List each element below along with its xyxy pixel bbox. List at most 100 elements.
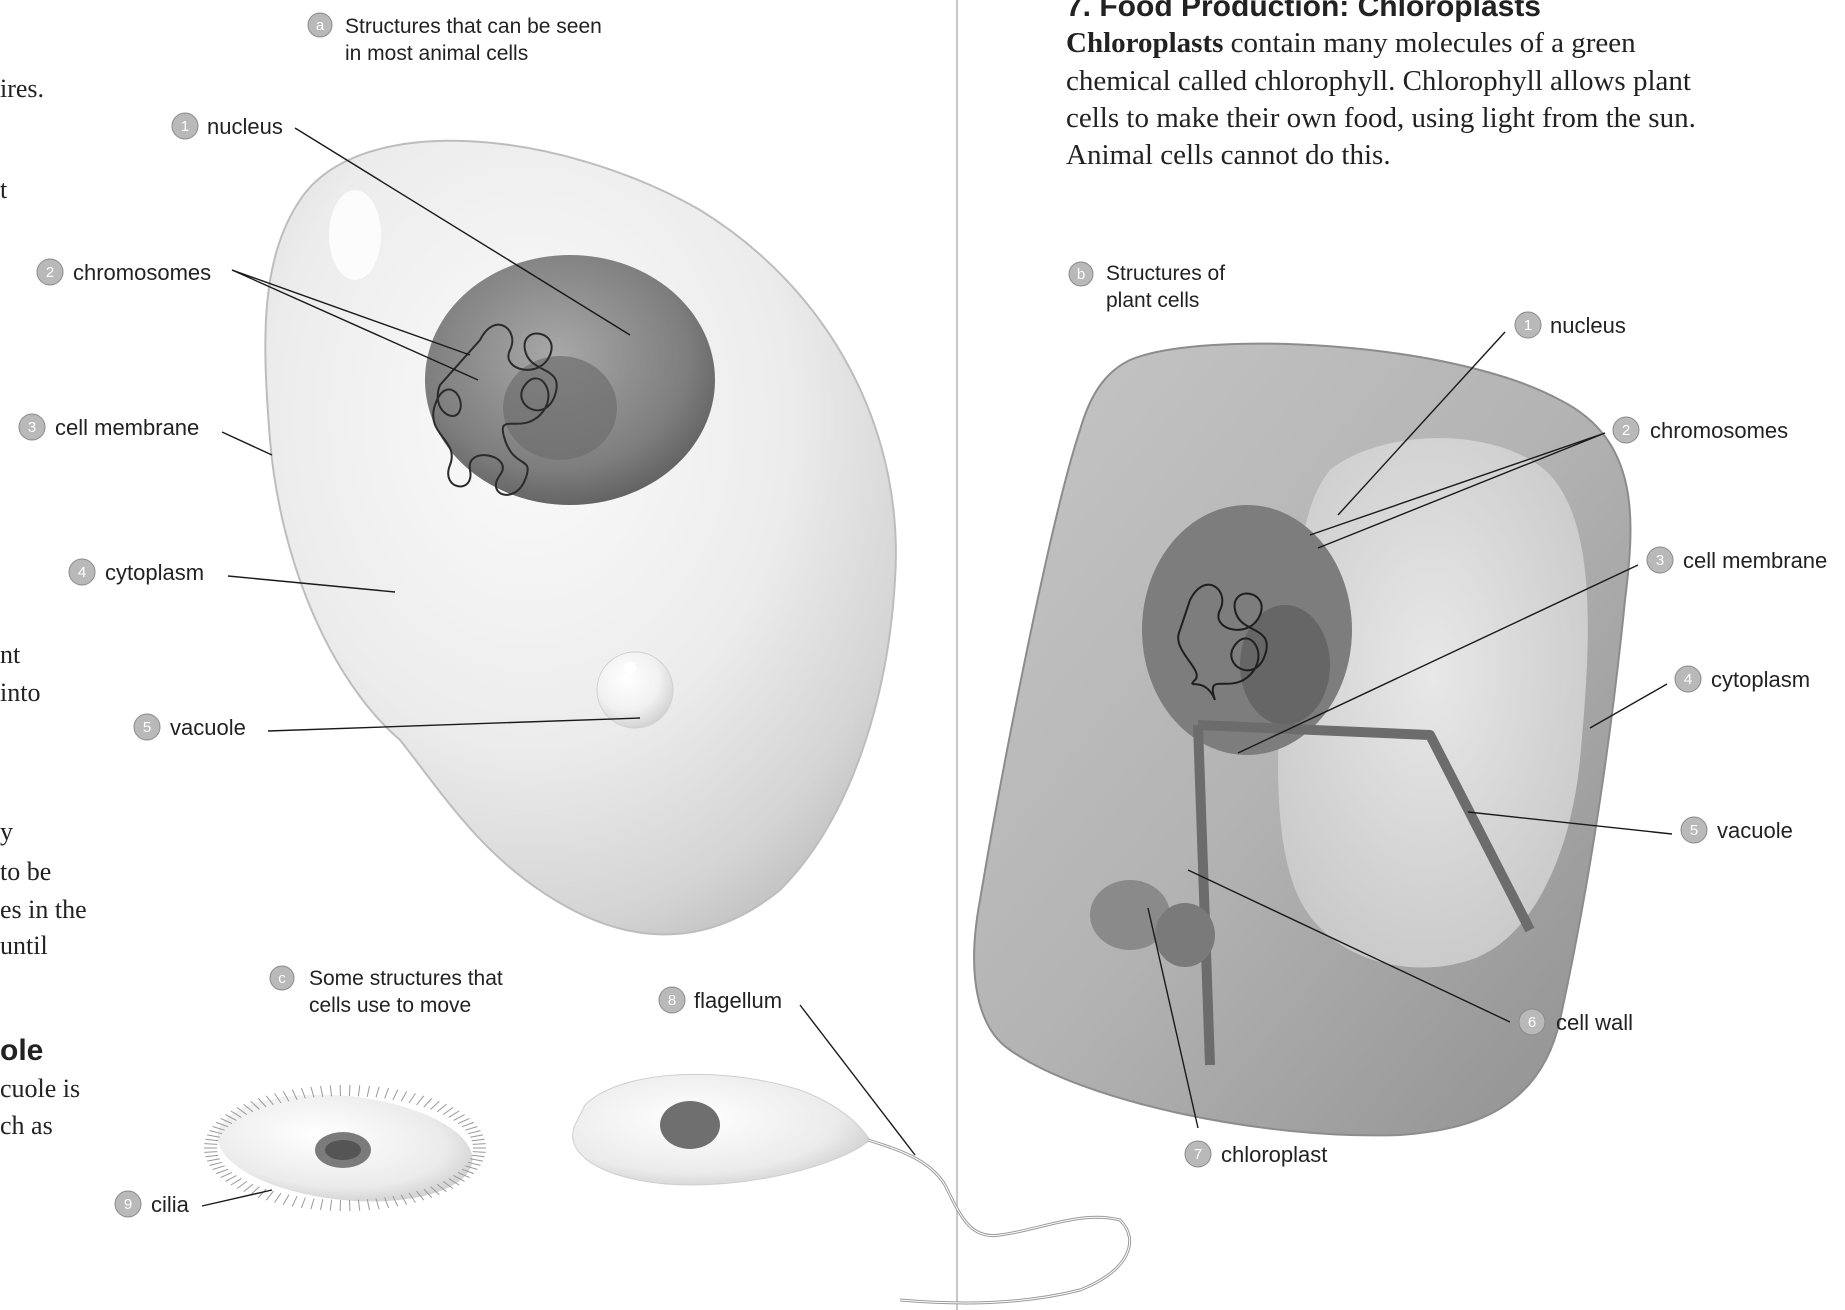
ciliated-cell-nucleus-core — [325, 1140, 361, 1160]
cilium-hair — [205, 1139, 218, 1141]
cilium-hair — [205, 1155, 218, 1157]
fragment-text: es in the — [0, 895, 87, 924]
right-page-text: 7. Food Production: Chloroplasts Chlorop… — [1066, 0, 1696, 171]
highlight — [329, 190, 381, 280]
body-line-1: Chloroplasts contain many molecules of a… — [1066, 27, 1636, 59]
cilium-hair — [443, 1108, 453, 1115]
leader-line — [222, 432, 272, 455]
cilium-hair — [465, 1127, 477, 1131]
cilium-hair — [358, 1200, 359, 1211]
cilium-hair — [431, 1101, 440, 1109]
section-heading: 7. Food Production: Chloroplasts — [1066, 0, 1541, 23]
body-line-2: chemical called chlorophyll. Chlorophyll… — [1066, 65, 1691, 97]
panel-c-caption: c Some structures that cells use to move — [270, 966, 503, 1017]
flagellated-cell-body — [573, 1074, 870, 1185]
label-text: vacuole — [1717, 818, 1793, 843]
animal-cell-illustration — [265, 141, 896, 935]
panel-letter: a — [316, 17, 325, 34]
panel-c-caption-line2: cells use to move — [309, 994, 471, 1017]
cilium-hair — [330, 1085, 331, 1096]
cilium-hair — [473, 1152, 486, 1153]
fragment-text: nt — [0, 640, 21, 669]
cilium-hair — [204, 1144, 217, 1145]
label-text: cell membrane — [1683, 548, 1827, 573]
highlight — [624, 662, 636, 674]
cilium-hair — [417, 1096, 424, 1105]
cilium-hair — [204, 1152, 217, 1153]
panel-a-caption-line2: in most animal cells — [345, 42, 528, 65]
label-text: cilia — [151, 1192, 190, 1217]
label-text: chromosomes — [73, 260, 211, 285]
cilium-hair — [401, 1091, 407, 1101]
cilium-hair — [437, 1104, 446, 1112]
panel-b-caption-line1: Structures of — [1106, 262, 1225, 285]
cilium-hair — [470, 1135, 483, 1137]
panel-letter: b — [1077, 266, 1085, 283]
label-text: nucleus — [1550, 313, 1626, 338]
flagellum-tail — [868, 1140, 1130, 1303]
cilium-hair — [393, 1090, 398, 1100]
label-text: vacuole — [170, 715, 246, 740]
badge-number: 3 — [28, 419, 36, 436]
badge-number: 2 — [46, 264, 54, 281]
cilium-hair — [424, 1098, 432, 1107]
cilium-hair — [237, 1181, 247, 1188]
cilium-hair — [275, 1193, 282, 1203]
panel-b-caption: b Structures of plant cells — [1069, 262, 1225, 312]
fragment-text: ires. — [0, 74, 44, 103]
leader-line — [202, 1190, 272, 1206]
cilium-hair — [210, 1162, 223, 1165]
cilium-hair — [221, 1172, 233, 1177]
cilium-hair — [472, 1155, 485, 1157]
panel-b-caption-line2: plant cells — [1106, 289, 1199, 312]
animal-vacuole — [597, 652, 673, 728]
badge-number: 7 — [1194, 1146, 1202, 1163]
body-line-3: cells to make their own food, using ligh… — [1066, 102, 1696, 134]
label-text: chromosomes — [1650, 418, 1788, 443]
cilium-hair — [462, 1122, 474, 1126]
label-text: cytoplasm — [1711, 667, 1810, 692]
cilium-hair — [231, 1179, 242, 1185]
label-text: cell wall — [1556, 1010, 1633, 1035]
cilium-hair — [283, 1195, 289, 1205]
body-line-4: Animal cells cannot do this. — [1066, 139, 1391, 171]
fragment-text: into — [0, 678, 40, 707]
flagellated-cell-nucleus — [660, 1101, 720, 1149]
label-text: nucleus — [207, 114, 283, 139]
flagellated-cell-illustration — [573, 1074, 1130, 1303]
fragment-heading: ole — [0, 1034, 43, 1067]
label-text: cytoplasm — [105, 560, 204, 585]
label-text: cell membrane — [55, 415, 199, 440]
label-text: flagellum — [694, 988, 782, 1013]
badge-number: 8 — [668, 992, 676, 1009]
cilium-hair — [472, 1139, 485, 1141]
fragment-text: t — [0, 175, 8, 204]
cilium-hair — [454, 1115, 465, 1121]
nucleolus — [503, 356, 617, 460]
cilium-hair — [266, 1191, 273, 1200]
badge-number: 6 — [1528, 1014, 1536, 1031]
body-line-1-rest: contain many molecules of a green — [1223, 27, 1636, 59]
cilium-hair — [225, 1176, 236, 1182]
cilium-hair — [207, 1159, 220, 1161]
badge-number: 5 — [143, 719, 151, 736]
cilium-hair — [449, 1111, 460, 1117]
cilium-hair — [376, 1087, 379, 1098]
cilium-hair — [468, 1131, 481, 1134]
fragment-text: to be — [0, 857, 51, 886]
cilium-hair — [311, 1199, 314, 1210]
cilium-hair — [301, 1198, 305, 1208]
fragment-text: y — [0, 817, 13, 846]
cilium-hair — [458, 1118, 470, 1123]
body-bold-term: Chloroplasts — [1066, 27, 1223, 59]
label-cilia: 9 cilia — [115, 1190, 272, 1217]
badge-number: 1 — [181, 118, 189, 135]
badge-number: 9 — [124, 1196, 132, 1213]
cilium-hair — [385, 1088, 389, 1098]
fragment-text: ch as — [0, 1111, 53, 1140]
plant-label-cytoplasm: 4 cytoplasm — [1590, 666, 1810, 728]
badge-number: 3 — [1656, 552, 1664, 569]
cilium-hair — [367, 1086, 369, 1097]
ciliated-cell-illustration — [204, 1083, 486, 1213]
panel-c-caption-line1: Some structures that — [309, 967, 503, 990]
